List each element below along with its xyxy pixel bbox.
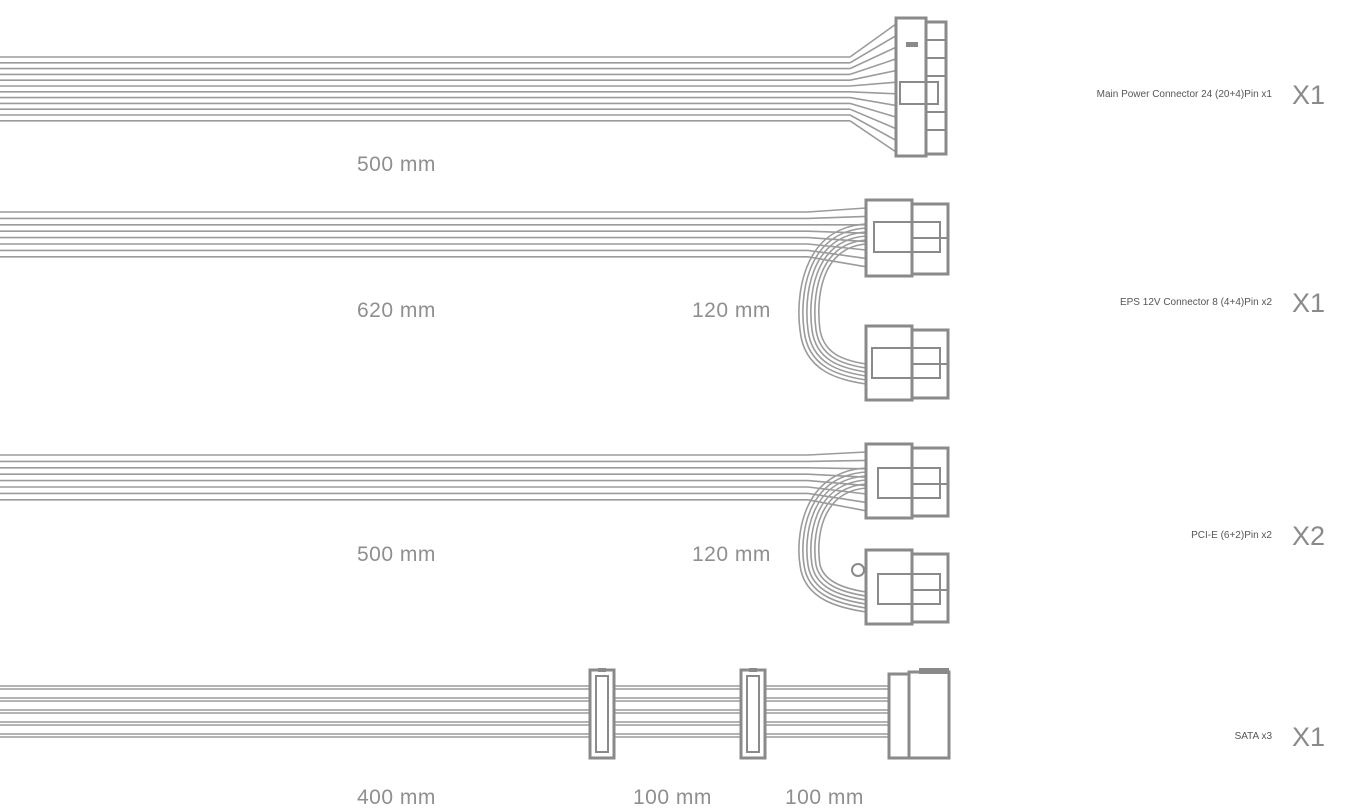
atx-wire-fan [849,114,897,142]
sata-quantity: X1 [1292,722,1325,752]
sata-description: SATA x3 [1235,731,1273,742]
eps-loop-wire [802,227,867,381]
pcie-wire-fan [807,451,867,456]
eps-description: EPS 12V Connector 8 (4+4)Pin x2 [1120,297,1272,308]
pcie-connector-bottom-icon [851,548,950,626]
atx-wire-fan [849,120,897,153]
eps-loop-wire [818,243,867,365]
eps-wire-fan [807,249,867,260]
eps-quantity: X1 [1292,288,1325,318]
pcie-loop-wire [810,479,867,601]
pcie-wire-fan [807,459,867,463]
sata-end-connector-icon [887,668,951,760]
atx-wire-fan [849,23,897,58]
atx-wire-bundle [0,23,897,153]
sata-length-label-3: 100 mm [785,786,864,809]
sata-length-label-1: 400 mm [357,786,436,809]
pcie-description: PCI-E (6+2)Pin x2 [1191,530,1272,541]
pcie-connector-top-icon [864,442,950,520]
pcie-wire-fan [807,499,867,512]
pcie-wire-fan [807,492,867,504]
pcie-loop-wires [798,467,867,613]
eps-length-label-branch: 120 mm [692,299,771,322]
cable-pcie: 500 mm 120 mm PCI-E (6+2)Pin x2 X2 [0,442,1325,626]
pcie-loop-wire [818,487,867,593]
eps-wire-fan [807,256,867,268]
eps-loop-wire [798,223,867,385]
atx-description: Main Power Connector 24 (20+4)Pin x1 [1097,89,1273,100]
atx-24pin-connector-icon [894,16,948,158]
eps-wire-fan [807,243,867,251]
eps-loop-wires [798,223,867,385]
pcie-loop-wire [798,467,867,613]
eps-wire-fan [807,215,867,220]
atx-wire-fan [849,58,897,76]
cable-atx: 500 mm Main Power Connector 24 (20+4)Pin… [0,16,1325,176]
eps-wire-bundle [0,207,867,268]
cable-sata: 400 mm 100 mm 100 mm SATA x3 X1 [0,668,1325,809]
eps-connector-bottom-icon [864,324,950,402]
atx-wire-fan [849,81,897,87]
eps-loop-wire [814,239,867,369]
atx-wire-fan [849,69,897,81]
eps-wire-fan [807,207,867,213]
atx-wire-fan [849,91,897,95]
atx-quantity: X1 [1292,80,1325,110]
eps-loop-wire [806,231,867,377]
pcie-length-label-main: 500 mm [357,543,436,566]
sata-inline-connector-2-icon [739,668,767,760]
pcie-quantity: X2 [1292,521,1325,551]
pcie-wire-bundle [0,451,867,512]
pcie-wire-fan [807,486,867,495]
pcie-loop-wire [814,483,867,597]
cable-eps: 620 mm 120 mm EPS 12V Connector 8 (4+4)P… [0,198,1325,402]
eps-length-label-main: 620 mm [357,299,436,322]
eps-connector-top-icon [864,198,950,278]
atx-wire-fan [849,34,897,64]
atx-length-label: 500 mm [357,153,436,176]
atx-wire-fan [849,108,897,130]
eps-loop-wire [810,235,867,373]
sata-inline-connector-1-icon [588,668,616,760]
atx-wire-fan [849,46,897,70]
pcie-loop-wire [806,475,867,605]
atx-wire-fan [849,96,897,107]
atx-wire-fan [849,102,897,118]
pcie-loop-wire [802,471,867,609]
sata-length-label-2: 100 mm [633,786,712,809]
pcie-length-label-branch: 120 mm [692,543,771,566]
